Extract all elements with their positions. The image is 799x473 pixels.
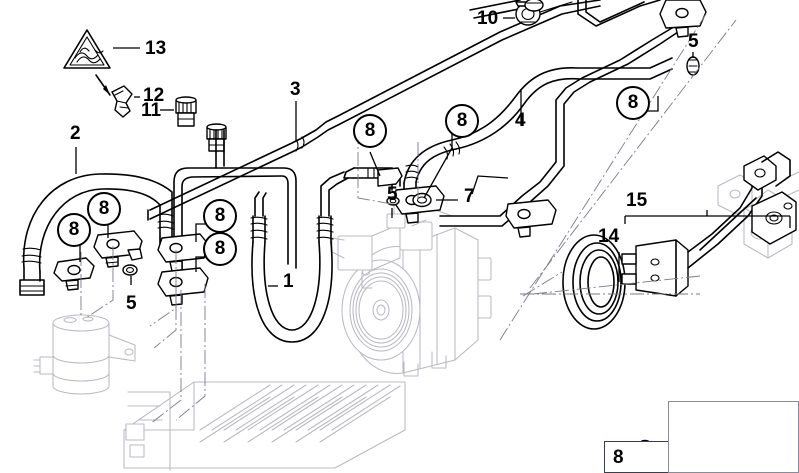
legend-box	[604, 441, 679, 473]
expansion-valve-assembly-part	[621, 151, 797, 297]
callout-label-3: 3	[290, 79, 301, 100]
o-ring-part-a	[122, 264, 138, 276]
callout-label-5c: 5	[688, 31, 699, 52]
upper-small-cap	[524, 0, 544, 12]
gasket-ring-part	[412, 192, 432, 208]
center-pipe-loop	[173, 129, 297, 291]
assembly-guide-cond-2	[175, 284, 206, 421]
balloon-8-f: 8	[445, 104, 479, 138]
callout-label-4: 4	[515, 110, 526, 131]
legend-number: 8	[613, 447, 624, 468]
service-valve-part	[111, 85, 133, 118]
balloon-8-e: 8	[353, 114, 387, 148]
callout-label-11: 11	[141, 100, 162, 121]
assembly-guide-1	[499, 13, 707, 341]
hose-fitting-left-1	[53, 257, 95, 291]
callout-label-13: 13	[145, 38, 167, 59]
hose-fitting-center-2	[157, 267, 209, 306]
vehicle-thumbnail-frame	[668, 401, 799, 473]
pipe-branch-center	[343, 167, 403, 191]
seal-part	[562, 234, 626, 330]
o-ring-part-b	[386, 196, 400, 206]
valve-cap-part-b	[206, 123, 227, 152]
assembly-guide-cond-1	[149, 290, 182, 425]
assembly-guide-drier-2	[85, 246, 114, 319]
balloon-8-c: 8	[203, 199, 237, 233]
balloon-8-d: 8	[203, 232, 237, 266]
hose-fitting-left-2	[93, 230, 143, 268]
callout-label-5b: 5	[387, 184, 398, 205]
callout-label-7: 7	[464, 186, 475, 207]
top-pipe-run-2	[469, 0, 707, 38]
callout-label-2: 2	[70, 123, 81, 144]
callout-label-10: 10	[477, 8, 499, 29]
pressure-hose-part	[19, 173, 174, 296]
assembly-guide-pipe	[357, 130, 393, 205]
balloon-8-b: 8	[87, 192, 121, 226]
assembly-guide-2	[529, 19, 737, 289]
warning-label-part	[63, 29, 111, 69]
balloon-8-g: 8	[616, 86, 650, 120]
suction-hose-part	[250, 171, 349, 343]
callout-label-14: 14	[598, 226, 620, 247]
callout-label-12: 12	[143, 85, 165, 106]
balloon-leader-extra	[471, 175, 509, 195]
callout-label-15: 15	[626, 190, 648, 211]
balloon-8-a: 8	[57, 213, 91, 247]
valve-cap-part-a	[175, 96, 197, 127]
refrigerant-pipe-part	[147, 0, 601, 221]
assembly-guide-drier-4	[153, 284, 177, 349]
ghost-receiver-drier	[33, 314, 136, 395]
refrigerant-hose-part	[393, 57, 673, 224]
balloon-leader-6	[423, 130, 453, 199]
assembly-guide-5	[532, 275, 701, 295]
ghost-condenser	[123, 381, 406, 471]
hose-fitting-center-1	[157, 233, 209, 272]
assembly-guide-4	[522, 271, 563, 297]
bracket-15	[624, 210, 791, 228]
callout-label-1: 1	[283, 271, 294, 292]
balloon-leader-5	[369, 151, 381, 177]
callout-label-5a: 5	[126, 293, 137, 314]
cap-tether	[539, 1, 573, 13]
assembly-arrow	[95, 74, 111, 96]
